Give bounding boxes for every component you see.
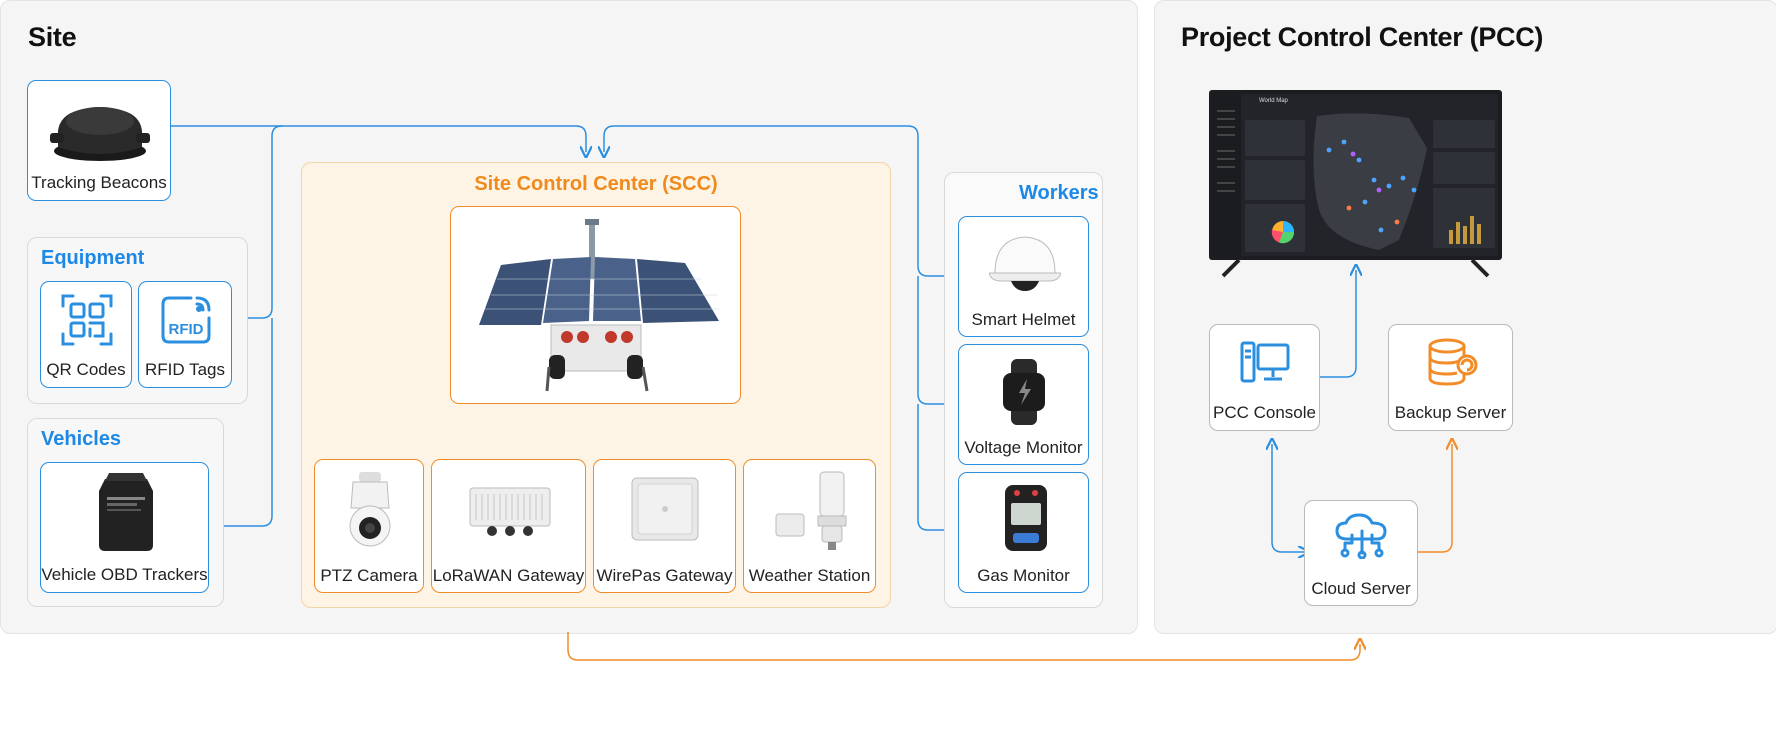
backup-server-label: Backup Server bbox=[1394, 403, 1507, 422]
ptz-camera-card[interactable]: PTZ Camera bbox=[314, 459, 424, 593]
pcc-console-label: PCC Console bbox=[1213, 403, 1316, 422]
smart-helmet-label: Smart Helmet bbox=[971, 310, 1076, 329]
pcc-console-card[interactable]: PCC Console bbox=[1209, 324, 1320, 431]
smart-helmet-card[interactable]: Smart Helmet bbox=[958, 216, 1089, 337]
equipment-title: Equipment bbox=[41, 247, 145, 269]
site-title: Site bbox=[28, 22, 77, 52]
gas-monitor-image bbox=[1005, 485, 1047, 551]
tracking-beacons-card[interactable]: Tracking Beacons bbox=[27, 80, 171, 201]
workers-title: Workers bbox=[1019, 182, 1099, 204]
qr-codes-card[interactable]: QR Codes bbox=[40, 281, 132, 388]
rfid-tags-card[interactable]: RFID RFID Tags bbox=[138, 281, 232, 388]
solar-trailer-image bbox=[479, 219, 719, 392]
lorawan-gateway-card[interactable]: LoRaWAN Gateway bbox=[431, 459, 586, 593]
lorawan-gateway-image bbox=[469, 487, 551, 536]
svg-text:RFID: RFID bbox=[169, 321, 204, 338]
obd-tracker-device-icon bbox=[99, 473, 153, 551]
desktop-computer-icon bbox=[1240, 341, 1290, 383]
voltage-monitor-label: Voltage Monitor bbox=[964, 438, 1083, 457]
backup-server-card[interactable]: Backup Server bbox=[1388, 324, 1513, 431]
cloud-server-card[interactable]: Cloud Server bbox=[1304, 500, 1418, 606]
wirepas-gateway-card[interactable]: WirePas Gateway bbox=[593, 459, 736, 593]
pcc-title: Project Control Center (PCC) bbox=[1181, 22, 1544, 52]
svg-text:World Map: World Map bbox=[1259, 98, 1289, 104]
dashboard-screen-image: World Map bbox=[1209, 90, 1502, 278]
pcc-dashboard-monitor[interactable]: World Map bbox=[1209, 90, 1502, 278]
voltage-monitor-card[interactable]: Voltage Monitor bbox=[958, 344, 1089, 465]
ptz-camera-label: PTZ Camera bbox=[320, 566, 418, 585]
solar-trailer-card[interactable] bbox=[450, 206, 741, 404]
rfid-tags-label: RFID Tags bbox=[145, 360, 225, 379]
vehicle-obd-trackers-label: Vehicle OBD Trackers bbox=[41, 565, 208, 584]
qr-code-icon bbox=[61, 294, 113, 346]
qr-codes-label: QR Codes bbox=[46, 360, 126, 379]
ptz-camera-image bbox=[349, 472, 391, 547]
backup-database-icon bbox=[1428, 338, 1478, 386]
gas-monitor-label: Gas Monitor bbox=[977, 566, 1070, 585]
wirepas-gateway-label: WirePas Gateway bbox=[596, 566, 733, 585]
cloud-server-label: Cloud Server bbox=[1311, 579, 1411, 598]
tracking-beacons-label: Tracking Beacons bbox=[31, 173, 167, 192]
cloud-network-icon bbox=[1335, 513, 1387, 559]
vehicle-obd-trackers-card[interactable]: Vehicle OBD Trackers bbox=[40, 462, 209, 593]
wirepas-gateway-image bbox=[631, 477, 699, 541]
scc-title: Site Control Center (SCC) bbox=[474, 173, 718, 195]
weather-station-label: Weather Station bbox=[748, 566, 871, 585]
gas-monitor-card[interactable]: Gas Monitor bbox=[958, 472, 1089, 593]
weather-station-image bbox=[775, 471, 847, 550]
beacon-device-icon bbox=[50, 107, 150, 161]
voltage-monitor-image bbox=[1003, 359, 1045, 425]
vehicles-title: Vehicles bbox=[41, 428, 122, 450]
lorawan-gateway-label: LoRaWAN Gateway bbox=[432, 566, 585, 585]
weather-station-card[interactable]: Weather Station bbox=[743, 459, 876, 593]
smart-helmet-image bbox=[989, 236, 1061, 291]
rfid-tag-icon: RFID bbox=[161, 296, 211, 344]
